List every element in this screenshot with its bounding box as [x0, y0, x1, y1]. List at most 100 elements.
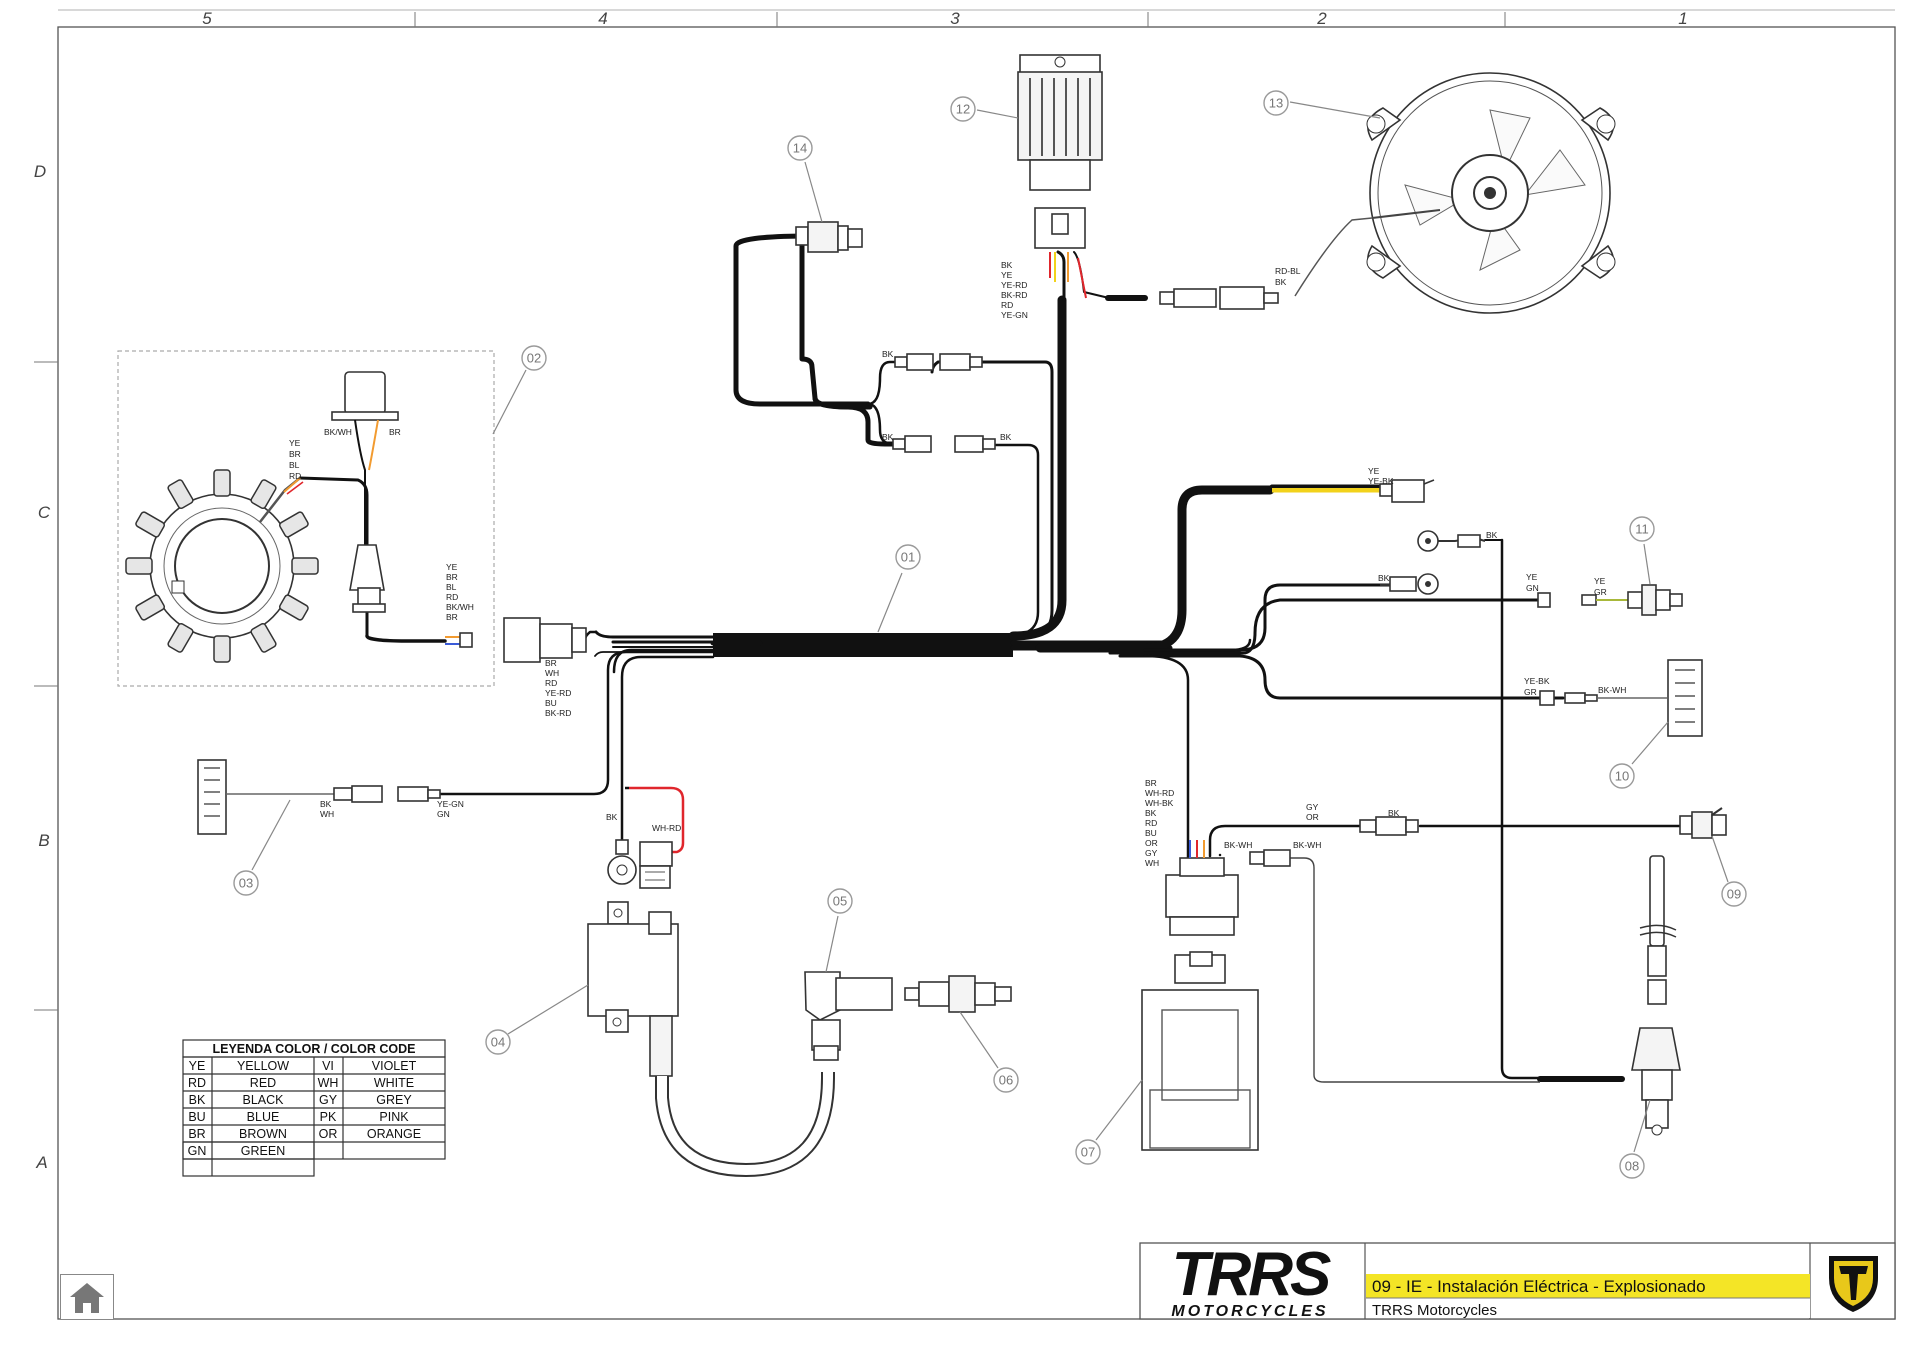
- wire-label: YE-RD: [1001, 280, 1027, 290]
- pickup-part: [331, 371, 399, 613]
- legend-color: BROWN: [239, 1127, 287, 1141]
- wire-label: RD: [289, 471, 301, 481]
- wire-label: YE: [289, 438, 301, 448]
- wire-label: RD-BL: [1275, 266, 1301, 276]
- stator-group-frame: [117, 350, 495, 687]
- wire-label: GR: [1594, 587, 1607, 597]
- legend-color: PINK: [379, 1110, 409, 1124]
- legend-color: YELLOW: [237, 1059, 289, 1073]
- wire-label: BK-RD: [1001, 290, 1027, 300]
- wire-labels: YE BR BL RD BK/WH BR YE BR BL RD BK/WH B…: [289, 260, 1626, 868]
- trrs-t-badge-icon: [1829, 1256, 1878, 1312]
- home-icon: [70, 1283, 104, 1313]
- wire-label: BR: [289, 449, 301, 459]
- wire-label: BK-WH: [1598, 685, 1626, 695]
- title-block: TRRS MOTORCYCLES 09 - IE - Instalación E…: [1139, 1240, 1896, 1320]
- legend-rows: YE YELLOW VI VIOLET RD RED WH WHITE BK B…: [188, 1059, 421, 1158]
- legend-code: OR: [319, 1127, 338, 1141]
- wire-label: YE-BK: [1524, 676, 1550, 686]
- wire-label: WH-RD: [652, 823, 681, 833]
- spark-plug-cap-part: [804, 971, 893, 1061]
- wire-label: YE-BK: [1368, 476, 1394, 486]
- callout-08: 08: [1625, 1159, 1639, 1174]
- wire-label: BK: [1001, 260, 1013, 270]
- callout-02: 02: [527, 351, 541, 366]
- legend-color: VIOLET: [372, 1059, 417, 1073]
- wire-label: YE: [1526, 572, 1538, 582]
- wire-label: WH: [545, 668, 559, 678]
- wire-label: YE-GN: [1001, 310, 1028, 320]
- wire-label: GN: [437, 809, 450, 819]
- wire-label: YE: [1001, 270, 1013, 280]
- wire-label: YE-RD: [545, 688, 571, 698]
- speed-sensor-part: [1631, 855, 1681, 1136]
- wire-label: BK: [1145, 808, 1157, 818]
- yellow-feed-connector: [1379, 479, 1435, 503]
- callouts: 01 02 03 04 05 06 07 08 09 10 11 12 13 1…: [233, 90, 1747, 1179]
- wire-label: BR: [545, 658, 557, 668]
- wire-label: YE: [1594, 576, 1606, 586]
- wire-label: BK/WH: [446, 602, 474, 612]
- column-ticks: [34, 12, 1506, 1011]
- callout-04: 04: [491, 1035, 505, 1050]
- callout-10: 10: [1615, 769, 1629, 784]
- callout-05: 05: [833, 894, 847, 909]
- legend-code: WH: [318, 1076, 339, 1090]
- fan-part: [1294, 72, 1616, 314]
- company-name: TRRS Motorcycles: [1372, 1302, 1497, 1319]
- legend-code: VI: [322, 1059, 334, 1073]
- wire-label: GY: [1306, 802, 1319, 812]
- legend-color: BLACK: [243, 1093, 285, 1107]
- wire-label: BR: [446, 612, 458, 622]
- legend-code: GY: [319, 1093, 338, 1107]
- callout-13: 13: [1269, 96, 1283, 111]
- wire-label: RD: [446, 592, 458, 602]
- grid-row-labels: D C B A: [34, 162, 51, 1172]
- wire-label: BK: [1378, 573, 1390, 583]
- wire-label: BR: [389, 427, 401, 437]
- wire-label: GR: [1524, 687, 1537, 697]
- legend-code: BK: [189, 1093, 206, 1107]
- cdi-side-connectors: [1249, 816, 1419, 867]
- legend-code: RD: [188, 1076, 206, 1090]
- wire-label: WH-BK: [1145, 798, 1174, 808]
- temperature-sensor-part: [795, 221, 863, 253]
- callout-12: 12: [956, 102, 970, 117]
- legend-code: BR: [188, 1127, 205, 1141]
- main-harness-sleeve: [713, 633, 1013, 657]
- stator-part: [125, 469, 319, 663]
- wire-label: BL: [446, 582, 457, 592]
- wire-harness: [298, 233, 1682, 1083]
- wire-label: GY: [1145, 848, 1158, 858]
- legend-color: GREY: [376, 1093, 412, 1107]
- wire-label: BR: [1145, 778, 1157, 788]
- wire-label: BK: [1275, 277, 1287, 287]
- wire-label: BK: [1486, 530, 1498, 540]
- switch-connector-part: [1539, 659, 1703, 737]
- bk-connectors-upper: [892, 353, 996, 453]
- diagnostic-plug-part: [197, 759, 441, 835]
- grid-column-label: 3: [950, 9, 960, 28]
- grid-column-label: 5: [202, 9, 212, 28]
- wire-label: BK: [1000, 432, 1012, 442]
- legend-color: WHITE: [374, 1076, 414, 1090]
- legend-code: GN: [188, 1144, 207, 1158]
- wire-label: RD: [1145, 818, 1157, 828]
- ignition-coil-part: [587, 901, 835, 1178]
- light-switch-part: [1679, 807, 1727, 839]
- grid-row-label: D: [34, 162, 46, 181]
- grid-row-label: B: [38, 831, 49, 850]
- wire-label: BK: [320, 799, 332, 809]
- wire-label: OR: [1145, 838, 1158, 848]
- drawing-frame: [57, 26, 1896, 1320]
- wire-label: BK-WH: [1293, 840, 1321, 850]
- wire-label: YE: [446, 562, 458, 572]
- grid-column-label: 2: [1316, 9, 1327, 28]
- spark-plug-part: [904, 975, 1012, 1013]
- wire-label: WH: [320, 809, 334, 819]
- home-button[interactable]: [60, 1274, 114, 1320]
- wire-label: BL: [289, 460, 300, 470]
- fan-connector: [1159, 286, 1279, 310]
